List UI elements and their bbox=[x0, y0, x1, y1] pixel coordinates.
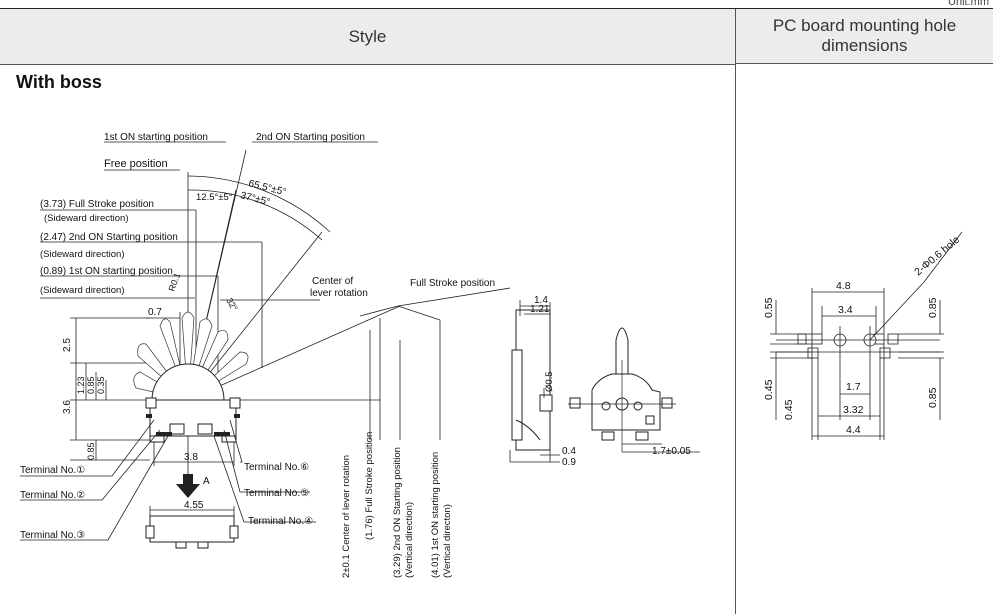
style-drawing: 1st ON starting position 2nd ON Starting… bbox=[20, 132, 700, 578]
dim-17pm: 1.7±0.05 bbox=[652, 446, 691, 457]
label-v-first-a: (4.01) 1st ON starting position bbox=[430, 452, 441, 578]
label-sideward-1: (Sideward direction) bbox=[44, 213, 128, 224]
label-terminal-5: Terminal No.⑤ bbox=[244, 488, 309, 499]
pcb-drawing: 2-Φ0.6 hole 4.8 3.4 0.55 0.85 0.45 0.45 … bbox=[763, 231, 963, 440]
arc-inner bbox=[187, 189, 323, 241]
style-column-header: Style bbox=[0, 9, 736, 65]
dim-04: 0.4 bbox=[562, 446, 576, 457]
arrow-a-icon bbox=[176, 474, 200, 498]
pcb-d44: 4.4 bbox=[846, 424, 861, 436]
dim-121: 1.21 bbox=[530, 304, 550, 315]
front-lever bbox=[615, 327, 629, 383]
label-full-stroke-pos: Full Stroke position bbox=[410, 278, 495, 289]
label-terminal-3: Terminal No.③ bbox=[20, 530, 85, 541]
label-full-stroke-side: (3.73) Full Stroke position bbox=[40, 199, 154, 210]
label-angle-32: 32° bbox=[224, 296, 240, 313]
pcb-d34: 3.4 bbox=[838, 304, 853, 316]
label-first-on-start: 1st ON starting position bbox=[104, 132, 208, 143]
label-v-first-b: (Vertical directon) bbox=[442, 504, 453, 578]
arc-outer bbox=[187, 175, 331, 233]
label-terminal-4: Terminal No.④ bbox=[248, 516, 313, 527]
dim-085b: 0.85 bbox=[86, 442, 96, 460]
label-sideward-3: (Sideward direction) bbox=[40, 285, 124, 296]
ray-full bbox=[187, 305, 401, 401]
pcb-d085t: 0.85 bbox=[927, 297, 939, 318]
dim-14: 1.4 bbox=[534, 295, 548, 306]
label-terminal-2: Terminal No.② bbox=[20, 490, 85, 501]
label-v-second-b: (Vertical direction) bbox=[404, 502, 415, 578]
dim-123: 1.23 bbox=[76, 376, 86, 394]
bottom-view bbox=[149, 515, 235, 543]
dim-035: 0.35 bbox=[96, 376, 106, 394]
pcb-d045b: 0.45 bbox=[783, 399, 795, 420]
unit-label: Unit:mm bbox=[948, 0, 989, 8]
dim-085a: 0.85 bbox=[86, 376, 96, 394]
column-divider bbox=[735, 64, 736, 614]
pcb-d332: 3.32 bbox=[843, 404, 864, 416]
label-arrow-a: A bbox=[203, 476, 210, 487]
label-v-center: 2±0.1 Center of lever rotation bbox=[341, 455, 352, 578]
label-terminal-1: Terminal No.① bbox=[20, 465, 85, 476]
label-angle-125: 12.5°±5° bbox=[196, 192, 233, 203]
pcb-hole-label: 2-Φ0.6 hole bbox=[912, 234, 962, 279]
label-second-on-side: (2.47) 2nd ON Starting position bbox=[40, 232, 178, 243]
label-sideward-2: (Sideward direction) bbox=[40, 249, 124, 260]
pcb-d085b: 0.85 bbox=[927, 387, 939, 408]
dim-25: 2.5 bbox=[62, 338, 73, 352]
label-free-position: Free position bbox=[104, 158, 168, 170]
label-terminal-6: Terminal No.⑥ bbox=[244, 462, 309, 473]
pcb-d045a: 0.45 bbox=[763, 379, 775, 400]
pcb-d17: 1.7 bbox=[846, 381, 861, 393]
label-center-of: Center of bbox=[312, 276, 353, 287]
dim-38: 3.8 bbox=[184, 452, 198, 463]
dim-455: 4.55 bbox=[184, 500, 204, 511]
section-title: With boss bbox=[16, 72, 102, 92]
label-first-on-side: (0.89) 1st ON starting position bbox=[40, 266, 173, 277]
spec-table: Style PC board mounting hole dimensions bbox=[0, 8, 993, 614]
label-lever-rotation: lever rotation bbox=[310, 288, 368, 299]
dim-36: 3.6 bbox=[62, 400, 73, 414]
dim-phi05: Ø0.5 bbox=[544, 371, 555, 392]
pcb-pad bbox=[797, 333, 807, 345]
label-second-on-start: 2nd ON Starting position bbox=[256, 132, 365, 143]
dim-07: 0.7 bbox=[148, 307, 162, 318]
pcb-d48: 4.8 bbox=[836, 280, 851, 292]
lever-free bbox=[181, 311, 195, 401]
pcb-d055: 0.55 bbox=[763, 297, 775, 318]
dome bbox=[151, 363, 225, 401]
body-base bbox=[149, 399, 237, 437]
pcb-column-header: PC board mounting hole dimensions bbox=[736, 9, 993, 64]
dim-09: 0.9 bbox=[562, 457, 576, 468]
label-v-second-a: (3.29) 2nd ON Starting position bbox=[392, 447, 403, 578]
label-v-full: (1.76) Full Stroke position bbox=[364, 432, 375, 540]
